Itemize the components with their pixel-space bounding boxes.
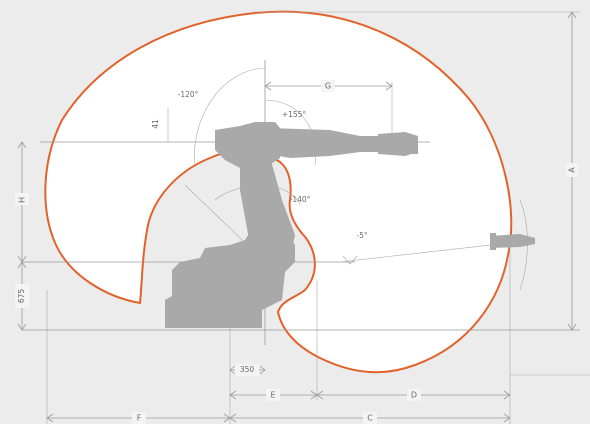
dim-675-label: 675 [17,289,26,304]
robot-silhouette [165,122,535,328]
dim-675-label-bg [15,284,29,308]
dim-41-label: 41 [151,119,160,129]
dim-a-label-bg [566,163,578,177]
robot-lower-arm [240,150,295,262]
dim-h-label: H [18,197,27,203]
dim-350-label-bg [235,364,259,376]
angle-neg120-label: -120° [178,90,199,99]
dim-g-label: G [325,82,331,91]
robot-upper-arm [268,128,378,158]
dim-f-label-bg [132,412,146,424]
dim-f-label: F [137,414,142,423]
dim-h-label-bg [15,193,29,205]
robot-extended-tool-flange [490,233,496,250]
dim-a-arrows [567,11,577,331]
dim-d-arrows [316,390,511,400]
angle-neg5-marker [342,255,358,265]
angle-neg140-label: -140° [290,195,311,204]
dim-c-label: C [367,414,373,423]
dim-e-label-bg [266,389,280,401]
angle-pos155-label: +155° [282,110,307,119]
robot-wrist [378,132,418,156]
robot-flange [410,136,418,154]
dim-g-arrows [264,81,393,91]
dim-675-arrows [17,261,27,331]
dim-c-arrows [229,413,511,423]
dim-350-arrows [229,365,266,375]
dim-a-label: A [568,167,577,173]
angle-neg5-label: -5° [356,231,367,240]
dim-g-label-bg [321,80,335,92]
robot-shoulder [215,122,280,170]
dim-e-label: E [270,391,275,400]
dim-c-label-bg [363,412,377,424]
dim-350-label: 350 [240,365,255,374]
dim-d-label-bg [407,389,421,401]
robot-extended-tool [490,234,535,248]
arc-neg120 [194,67,266,166]
dim-d-label: D [411,391,417,400]
